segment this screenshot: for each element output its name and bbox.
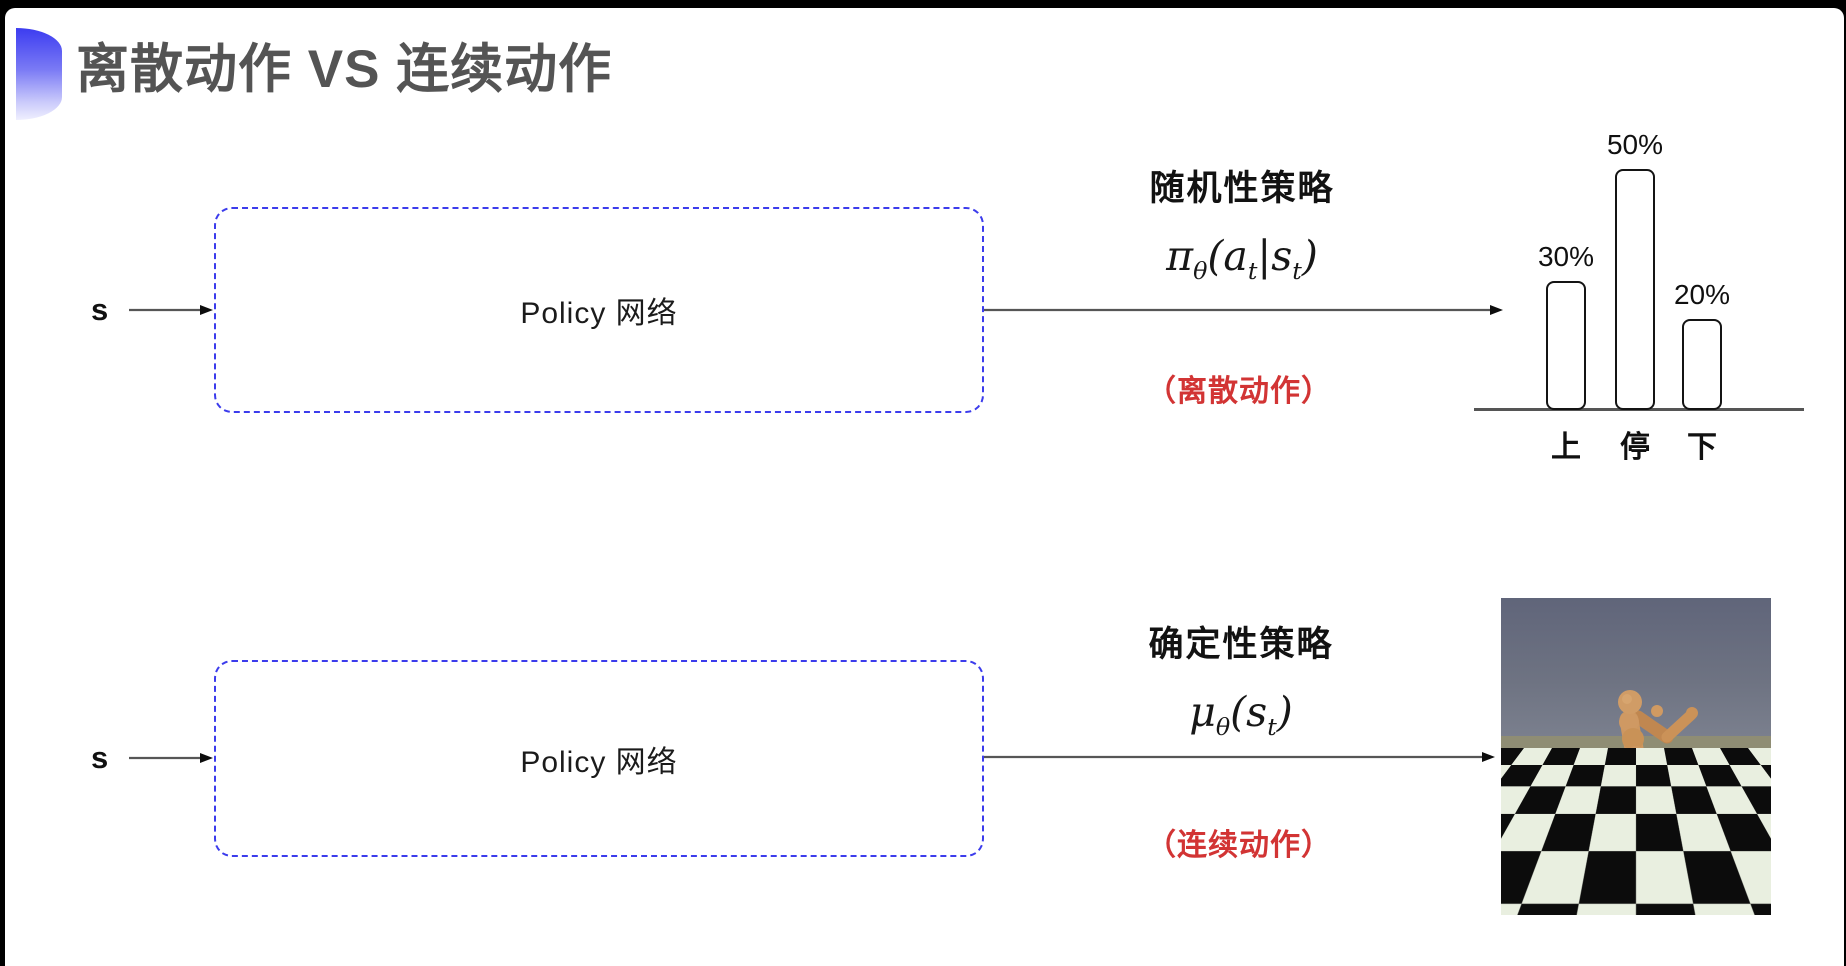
chart-bar-group: 30% 上: [1538, 241, 1594, 464]
state-input-label-2: s: [91, 740, 109, 775]
chart-bar: [1682, 319, 1722, 410]
title-bullet-decoration: [16, 28, 62, 120]
formula-subscript: t: [1292, 257, 1302, 286]
formula-subscript: t: [1267, 713, 1277, 742]
state-input-label-1: s: [91, 292, 109, 327]
stochastic-policy-label: 随机性策略: [1149, 169, 1335, 208]
slide: 离散动作 VS 连续动作 s Policy 网络 随机性策略 πθ(at|st)…: [5, 8, 1844, 966]
policy-network-label-1: Policy 网络: [520, 297, 678, 330]
formula-symbol: μ: [1189, 688, 1216, 736]
formula-paren: (: [1207, 232, 1224, 280]
formula-paren: (: [1230, 688, 1247, 736]
deterministic-policy-label: 确定性策略: [1148, 625, 1334, 664]
bar-value-label: 30%: [1537, 241, 1595, 272]
discrete-action-note: （离散动作）: [1146, 375, 1332, 408]
formula-arg: a: [1223, 232, 1248, 280]
policy-network-label-2: Policy 网络: [520, 745, 678, 779]
formula-paren: ): [1301, 232, 1318, 280]
formula-subscript: t: [1247, 257, 1258, 286]
formula-separator: |: [1257, 232, 1272, 280]
continuous-action-note: （连续动作）: [1146, 829, 1332, 862]
formula-subscript: θ: [1193, 257, 1208, 286]
chart-bar: [1546, 281, 1586, 410]
formula-arg: s: [1271, 232, 1293, 280]
bar-category-label: 下: [1687, 431, 1717, 464]
formula-symbol: π: [1166, 232, 1194, 280]
chart-bar-group: 20% 下: [1674, 279, 1730, 464]
probability-bar-chart: 30% 上 50% 停 20% 下: [1474, 100, 1804, 464]
chart-bar: [1615, 169, 1655, 410]
chart-bar-group: 50% 停: [1607, 129, 1663, 464]
bar-category-label: 上: [1551, 431, 1581, 464]
formula-subscript: θ: [1215, 713, 1231, 742]
bar-value-label: 20%: [1673, 279, 1731, 310]
formula-arg: s: [1246, 688, 1268, 736]
stochastic-policy-formula: πθ(at|st): [1032, 232, 1452, 285]
page-title: 离散动作 VS 连续动作: [76, 40, 613, 99]
policy-network-box-1: Policy 网络: [214, 207, 984, 413]
humanoid-figure: [1501, 598, 1771, 915]
policy-network-box-2: Policy 网络: [214, 660, 984, 857]
humanoid-robot: [1577, 690, 1698, 899]
bar-value-label: 50%: [1606, 129, 1664, 160]
formula-paren: ): [1276, 688, 1293, 736]
bar-category-label: 停: [1620, 431, 1650, 464]
deterministic-policy-formula: μθ(st): [1031, 688, 1451, 741]
